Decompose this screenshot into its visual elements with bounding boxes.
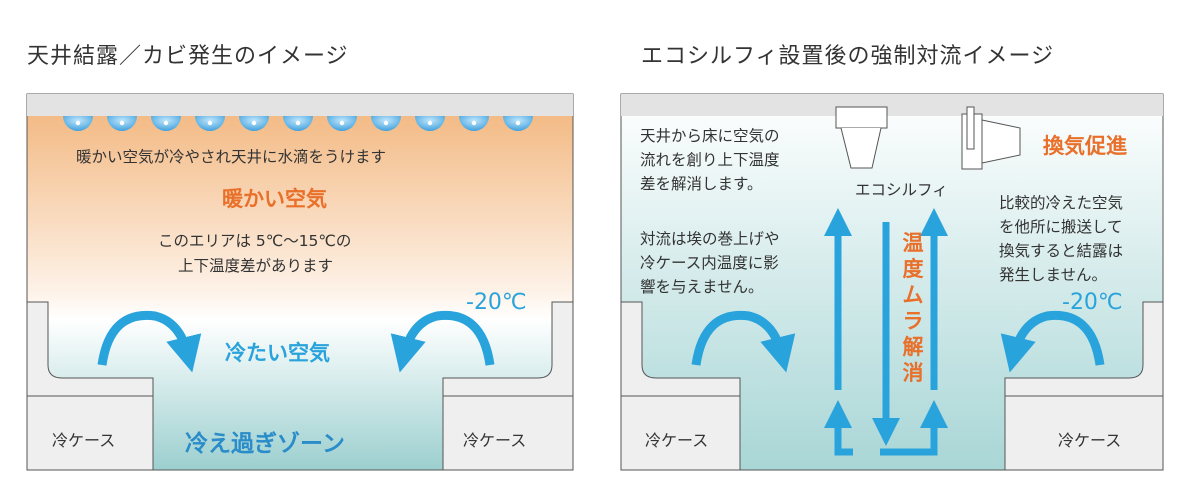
ventilation-label: 換気促進 <box>1043 134 1127 158</box>
fridge-case-left <box>26 301 154 471</box>
overcool-zone-label: 冷え過ぎゾーン <box>185 431 345 457</box>
left-title: 天井結露／カビ発生のイメージ <box>27 44 349 69</box>
ceiling <box>27 94 573 116</box>
label-char: 度 <box>902 257 924 281</box>
convection-arrows <box>824 208 948 456</box>
case-right-label: 冷ケース <box>1058 431 1122 450</box>
droplet-highlight <box>383 120 389 126</box>
droplet-highlight <box>427 120 433 126</box>
left-diagram <box>26 93 574 471</box>
note-line: 発生しません。 <box>999 266 1108 284</box>
right-title: エコシルフィ設置後の強制対流イメージ <box>641 44 1055 69</box>
note-line: 響を与えません。 <box>640 278 764 296</box>
droplet-highlight <box>207 120 213 126</box>
ecosilfy-fan-icon <box>835 106 888 169</box>
note-top-left: 天井から床に空気の 流れを創り上下温度 差を解消します。 <box>640 124 780 196</box>
warm-air-label: 暖かい空気 <box>222 187 327 211</box>
droplet-highlight <box>295 120 301 126</box>
note-line: 差を解消します。 <box>640 175 763 193</box>
label-char: ム <box>902 283 924 307</box>
area-note-line2: 上下温度差があります <box>178 257 334 275</box>
area-note-line1: このエリアは 5℃〜15℃の <box>158 232 352 250</box>
droplet-highlight <box>339 120 345 126</box>
note-line: を他所に搬送して <box>999 218 1123 236</box>
condensation-note: 暖かい空気が冷やされ天井に水滴をうけます <box>76 148 387 166</box>
note-line: 対流は埃の巻上げや <box>640 230 780 248</box>
droplet-highlight <box>515 120 521 126</box>
fridge-case-right <box>442 301 574 471</box>
droplet-highlight <box>119 120 125 126</box>
note-line: 流れを創り上下温度 <box>640 151 780 169</box>
note-mid-left: 対流は埃の巻上げや 冷ケース内温度に影 響を与えません。 <box>640 227 780 299</box>
cold-air-arrow-right <box>390 310 495 373</box>
droplet-highlight <box>163 120 169 126</box>
temp-label: -20℃ <box>1062 290 1123 315</box>
cold-air-label: 冷たい空気 <box>225 341 330 365</box>
right-diagram <box>620 93 1164 471</box>
note-line: 比較的冷えた空気 <box>999 194 1124 212</box>
ventilation-fan-icon <box>961 106 1021 170</box>
uneven-temp-label: 温 度 ム ラ 解 消 <box>900 230 926 386</box>
droplet-highlight <box>251 120 257 126</box>
label-char: 解 <box>902 335 924 359</box>
temp-label: -20℃ <box>466 290 527 315</box>
water-droplets <box>63 116 533 131</box>
droplet-highlight <box>75 120 81 126</box>
fridge-case-right <box>1004 301 1164 471</box>
label-char: 温 <box>902 231 924 255</box>
note-line: 冷ケース内温度に影 <box>640 254 779 272</box>
case-left-label: 冷ケース <box>52 431 116 450</box>
cold-air-arrow-left <box>97 310 202 373</box>
cold-air-arrow-right <box>1000 310 1105 373</box>
case-left-label: 冷ケース <box>645 431 709 450</box>
label-char: ラ <box>902 309 924 333</box>
fridge-case-left <box>620 301 741 471</box>
droplet-highlight <box>471 120 477 126</box>
note-line: 天井から床に空気の <box>640 127 780 145</box>
ceiling <box>621 94 1163 116</box>
label-char: 消 <box>902 361 924 385</box>
case-right-label: 冷ケース <box>463 431 527 450</box>
cold-air-arrow-left <box>691 310 796 373</box>
note-line: 換気すると結露は <box>999 242 1124 260</box>
device-label: エコシルフィ <box>855 181 948 199</box>
note-right: 比較的冷えた空気 を他所に搬送して 換気すると結露は 発生しません。 <box>999 191 1123 287</box>
